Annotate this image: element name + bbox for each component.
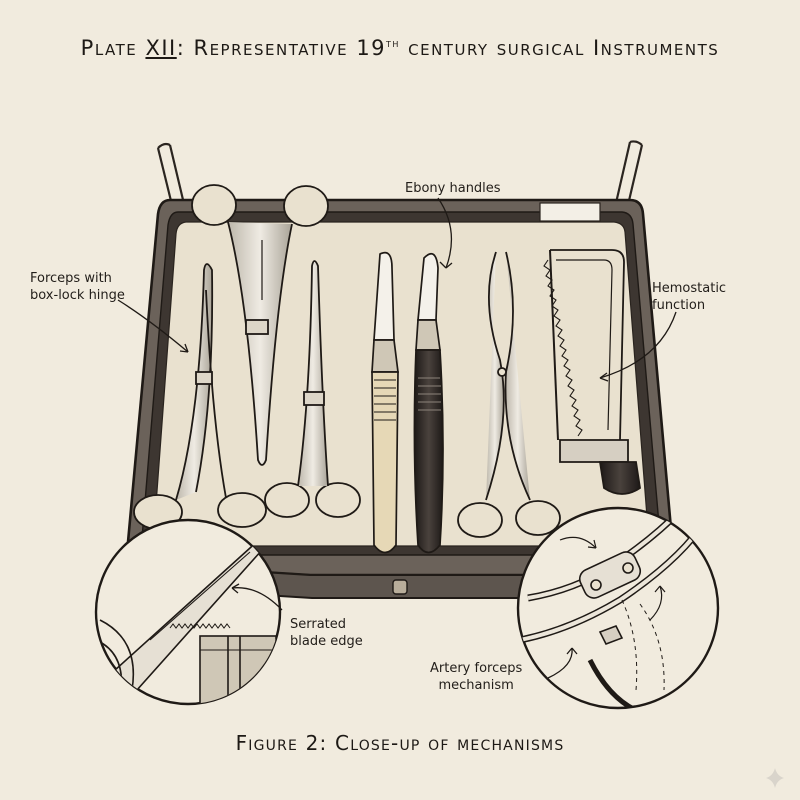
label-line: Forceps with: [30, 271, 112, 286]
label-line: blade edge: [290, 634, 363, 649]
label-artery-forceps: Artery forceps mechanism: [430, 660, 522, 694]
forceps-left: [133, 263, 267, 530]
magnifier-artery-forceps: [516, 506, 720, 710]
label-serrated-blade: Serrated blade edge: [290, 616, 363, 650]
scalpel-ebony: [413, 252, 444, 554]
label-line: mechanism: [438, 678, 514, 693]
label-line: Serrated: [290, 617, 347, 632]
forceps-top: [191, 184, 329, 466]
scalpel-ivory: [371, 251, 399, 554]
label-line: function: [652, 298, 706, 313]
label-ebony-handles: Ebony handles: [405, 181, 501, 196]
label-line: Hemostatic: [652, 281, 727, 296]
case-lid: [156, 140, 644, 206]
magnifier-serrated-blade: [94, 518, 283, 706]
label-hemostatic-function: Hemostatic function: [652, 280, 726, 314]
label-line: box-lock hinge: [30, 288, 125, 303]
label-forceps-box-lock: Forceps with box-lock hinge: [30, 270, 125, 304]
plate-title: Plate XII: Representative 19th century s…: [80, 36, 720, 60]
amputation-saw: [543, 249, 641, 495]
forceps-center: [264, 260, 361, 518]
label-line: Artery forceps: [430, 661, 523, 676]
leader-lines: [117, 197, 677, 382]
scissors-curved: [457, 251, 561, 538]
figure-caption: Figure 2: Close-up of mechanisms: [235, 731, 565, 755]
sparkle-mark: [766, 768, 784, 788]
